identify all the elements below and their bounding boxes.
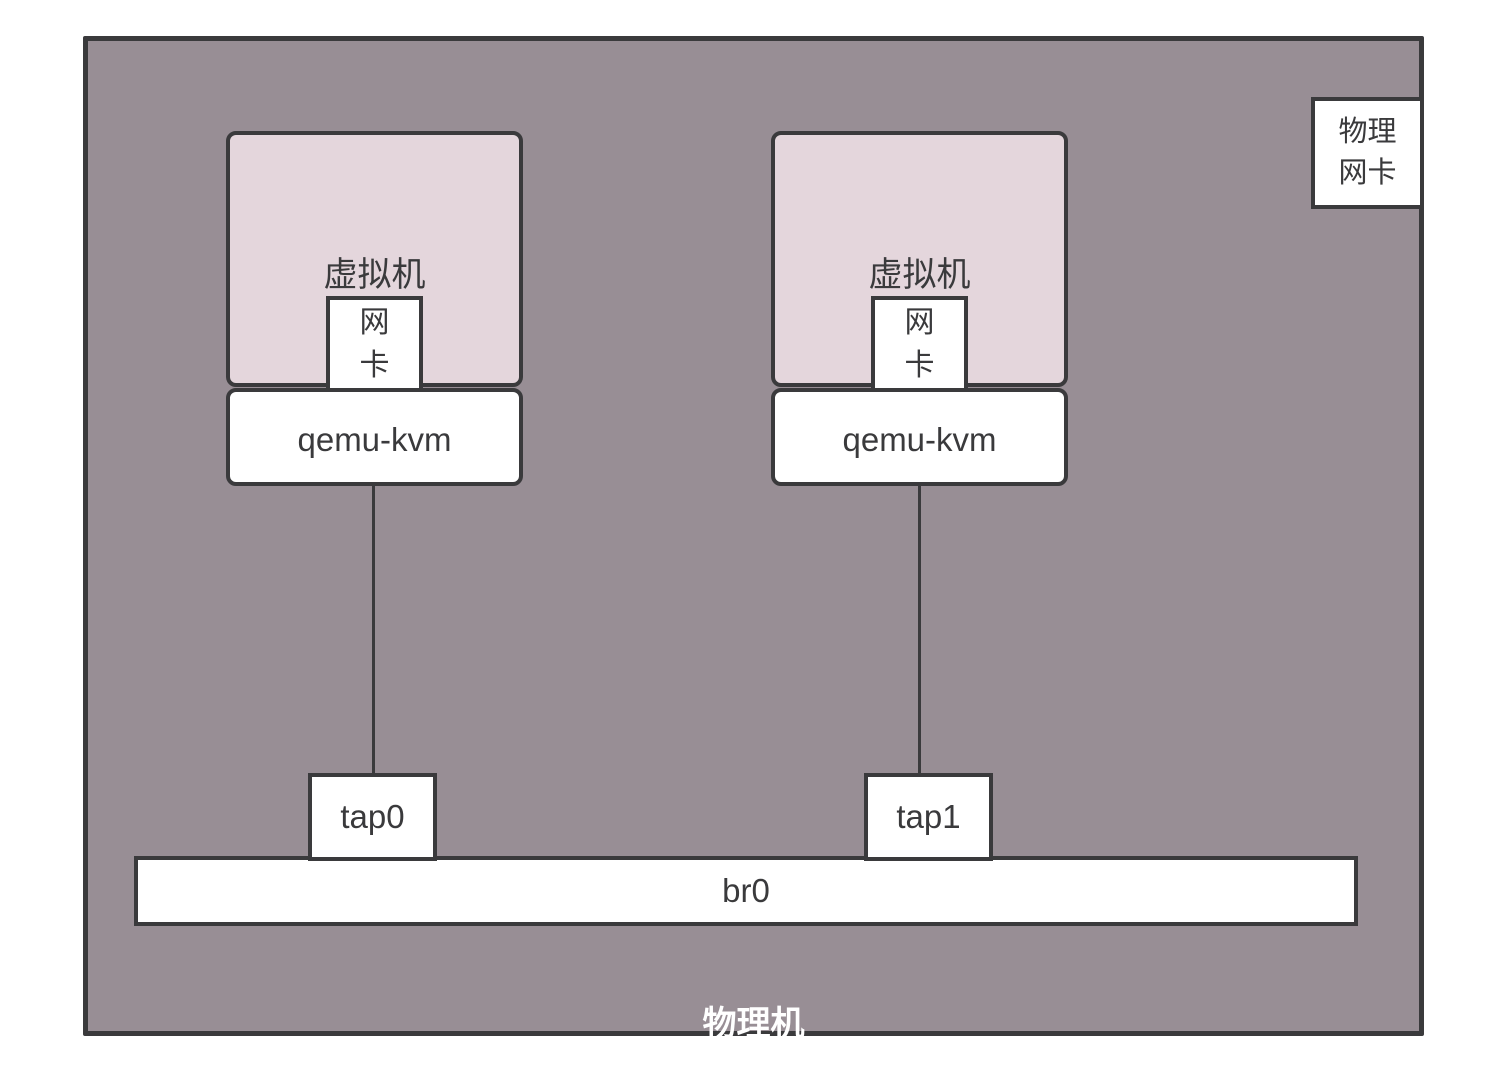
vm-nic-label-line2: 卡 (904, 349, 935, 382)
connector-line-1 (372, 486, 375, 775)
qemu-kvm-box-1: qemu-kvm (226, 388, 523, 486)
vm-nic-label-line2: 卡 (359, 349, 390, 382)
connector-line-2 (918, 486, 921, 775)
tap1-box: tap1 (864, 773, 993, 861)
physical-host-label: 物理机 (702, 1005, 805, 1043)
vm-nic-label-line1: 网 (359, 306, 390, 339)
physical-nic-label-line2: 网卡 (1338, 157, 1397, 189)
vm-nic-box-1: 网 卡 (326, 296, 423, 392)
vm-nic-label-line1: 网 (904, 306, 935, 339)
qemu-kvm-box-2: qemu-kvm (771, 388, 1068, 486)
physical-nic-label-line1: 物理 (1338, 116, 1397, 148)
vm-label: 虚拟机 (323, 256, 426, 294)
vm-label: 虚拟机 (868, 256, 971, 294)
bridge-br0-box: br0 (134, 856, 1358, 926)
physical-nic-box: 物理 网卡 (1311, 97, 1424, 209)
vm-nic-box-2: 网 卡 (871, 296, 968, 392)
tap0-box: tap0 (308, 773, 437, 861)
